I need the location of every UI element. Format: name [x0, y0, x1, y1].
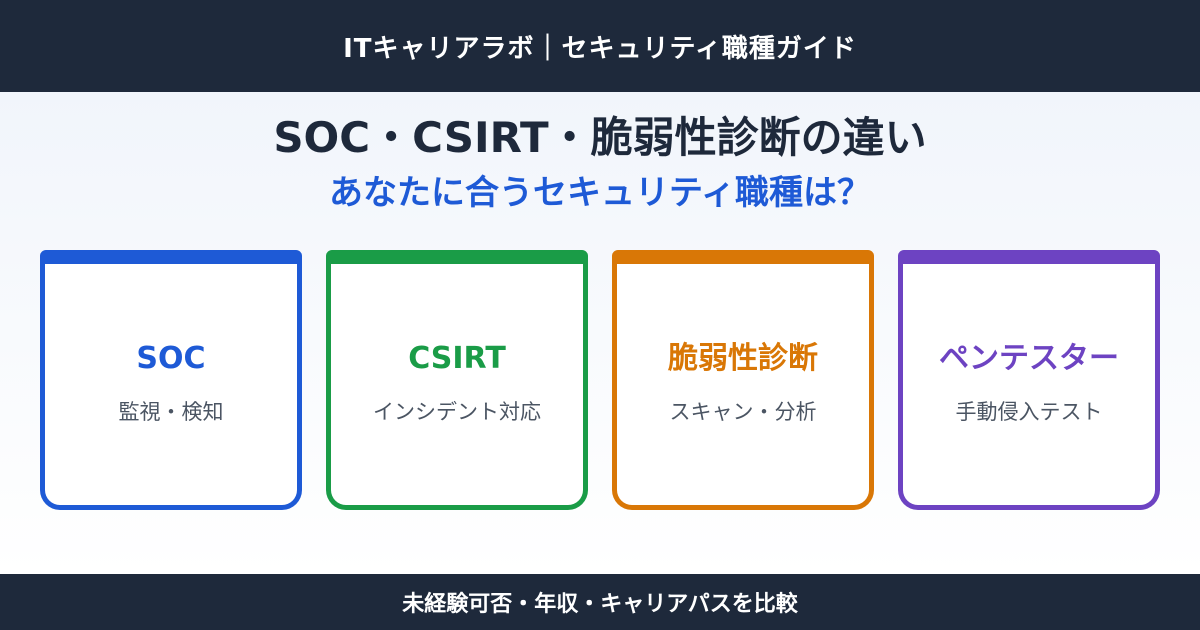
footer-bar: 未経験可否・年収・キャリアパスを比較: [0, 574, 1200, 630]
card-soc: SOC 監視・検知: [40, 250, 302, 510]
card-title: ペンテスター: [939, 341, 1119, 376]
card-vulnerability-assessment: 脆弱性診断 スキャン・分析: [612, 250, 874, 510]
card-csirt: CSIRT インシデント対応: [326, 250, 588, 510]
card-title: 脆弱性診断: [668, 341, 818, 376]
card-subtitle: 手動侵入テスト: [955, 400, 1103, 424]
card-pentester: ペンテスター 手動侵入テスト: [898, 250, 1160, 510]
page-title: SOC・CSIRT・脆弱性診断の違い: [273, 113, 927, 162]
card-subtitle: 監視・検知: [118, 400, 224, 424]
header-bar: ITキャリアラボ｜セキュリティ職種ガイド: [0, 0, 1200, 92]
footer-text: 未経験可否・年収・キャリアパスを比較: [402, 592, 798, 617]
card-subtitle: インシデント対応: [373, 400, 541, 424]
card-title: SOC: [136, 341, 206, 376]
card-title: CSIRT: [408, 341, 506, 376]
page-subtitle: あなたに合うセキュリティ職種は？: [329, 173, 871, 213]
card-subtitle: スキャン・分析: [669, 400, 817, 424]
header-text: ITキャリアラボ｜セキュリティ職種ガイド: [343, 33, 857, 64]
